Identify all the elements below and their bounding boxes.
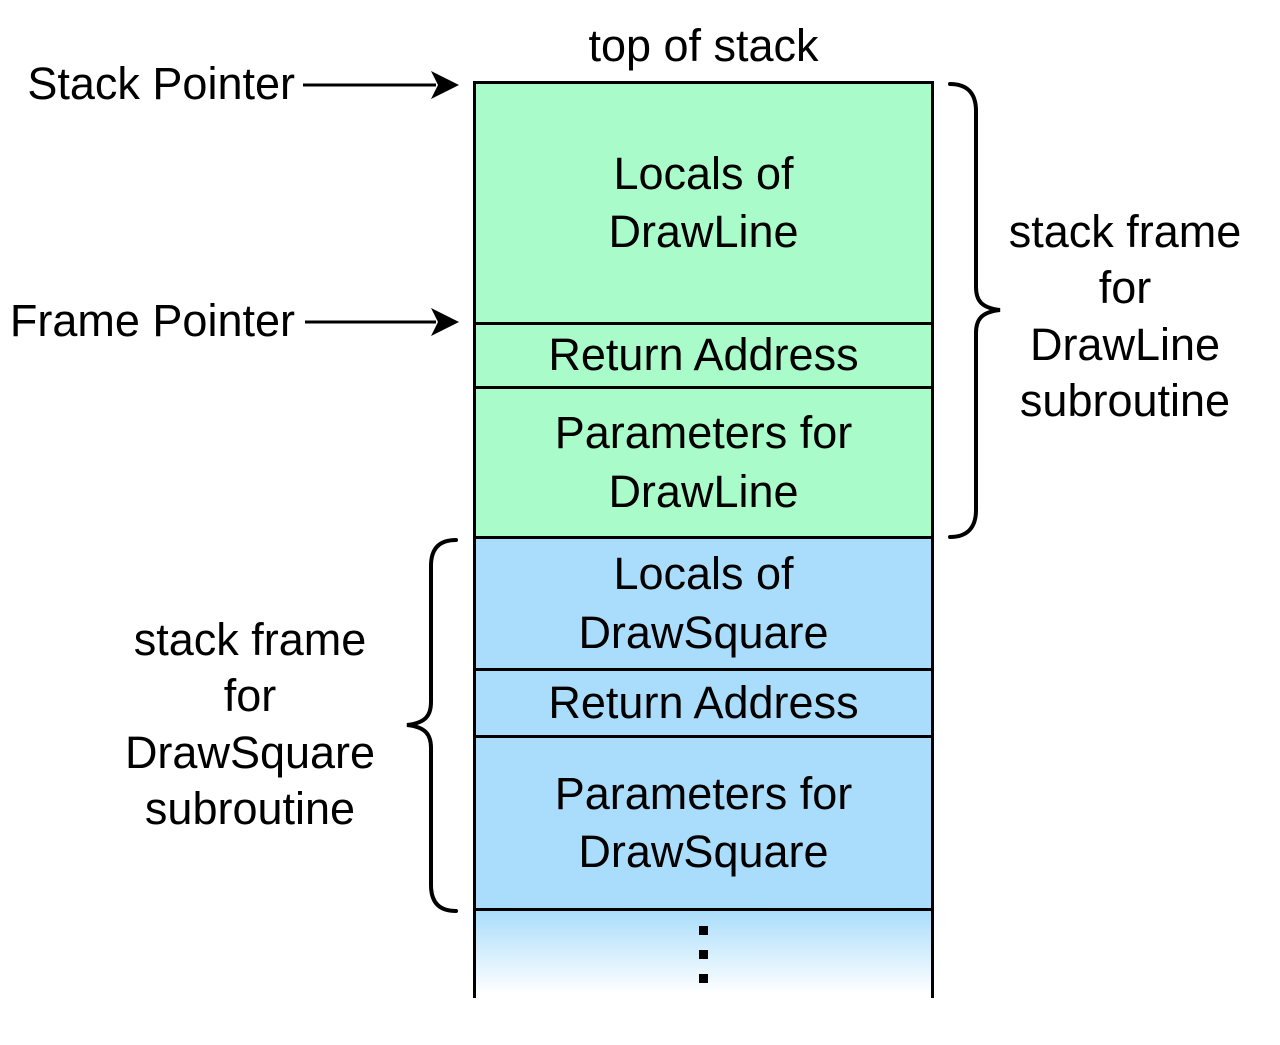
stack-column: Locals of DrawLine Return Address Parame… — [473, 81, 934, 998]
stack-pointer-label: Stack Pointer — [27, 58, 295, 109]
frame-pointer-arrow — [305, 308, 459, 336]
stack-cell-parameters-drawline: Parameters for DrawLine — [476, 386, 931, 536]
stack-cell-return-address-drawline: Return Address — [476, 322, 931, 386]
drawsquare-frame-label: stack frame for DrawSquare subroutine — [124, 614, 376, 834]
drawsquare-frame-brace — [406, 538, 458, 913]
stack-cell-locals-drawline: Locals of DrawLine — [476, 84, 931, 322]
frame-pointer-label: Frame Pointer — [9, 295, 295, 346]
drawline-frame-label: stack frame for DrawLine subroutine — [1008, 206, 1242, 426]
top-of-stack-label: top of stack — [588, 20, 819, 71]
stack-cell-return-address-drawsquare: Return Address — [476, 668, 931, 735]
stack-cell-locals-drawsquare: Locals of DrawSquare — [476, 536, 931, 668]
stack-pointer-arrow — [303, 71, 459, 99]
vertical-ellipsis-icon — [699, 926, 708, 983]
stack-cell-parameters-drawsquare: Parameters for DrawSquare — [476, 735, 931, 908]
stack-continuation-cell — [476, 908, 931, 998]
